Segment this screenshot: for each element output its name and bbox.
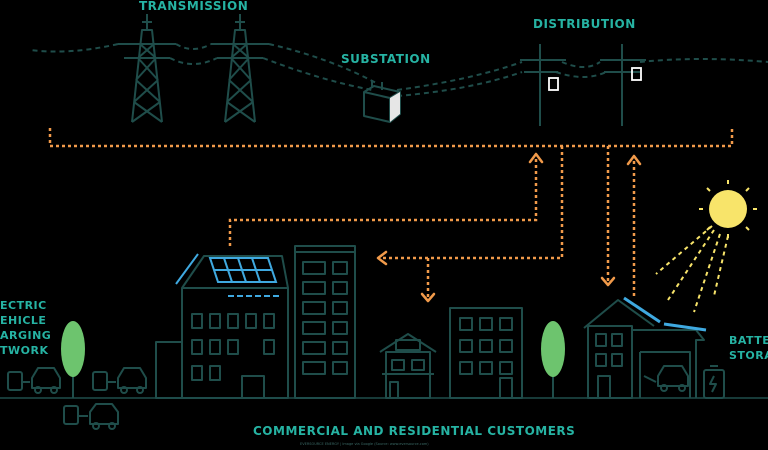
ev-label-line: ECTRIC — [0, 299, 47, 312]
substation-face — [390, 92, 400, 122]
battery-storage-label: BATTE STORA — [729, 333, 768, 363]
distribution-pole-icon — [600, 44, 646, 126]
apartment-building-icon — [155, 255, 289, 399]
flow-arrow-icons — [376, 152, 642, 303]
battery-label-line: BATTE — [729, 334, 768, 347]
distribution-label: DISTRIBUTION — [533, 17, 636, 31]
transmission-label: TRANSMISSION — [139, 0, 249, 13]
distribution-pole-icon — [520, 44, 566, 126]
solar-panel-icon — [175, 253, 282, 297]
electric-car-icon — [643, 365, 689, 392]
meter-icon — [548, 77, 559, 91]
house-with-garage-icon — [583, 299, 705, 399]
tower-building-icon — [294, 245, 356, 399]
ev-label-line: ARGING — [0, 329, 52, 342]
battery-icon — [703, 365, 725, 399]
sun-icon — [655, 180, 757, 313]
ev-label-line: EHICLE — [0, 314, 47, 327]
substation-label: SUBSTATION — [341, 52, 431, 66]
energy-flow-lines — [48, 128, 734, 298]
transmission-tower-icon — [118, 14, 176, 123]
office-building-icon — [449, 307, 523, 399]
image-credit: EVERSOURCE ENERGY | Image via Google (So… — [300, 442, 429, 446]
tree-icon — [61, 321, 85, 398]
house-icon — [379, 333, 437, 399]
battery-label-line: STORA — [729, 349, 768, 362]
transmission-tower-icon — [211, 14, 269, 123]
tree-icon — [541, 321, 565, 398]
rooftop-solar-icon — [623, 296, 707, 332]
ev-charging-label: ECTRIC EHICLE ARGING TWORK — [0, 298, 51, 358]
electric-car-icon — [7, 367, 61, 394]
meter-icon — [631, 67, 642, 81]
electric-car-icon — [92, 367, 147, 394]
electric-car-icon — [63, 403, 119, 430]
ev-label-line: TWORK — [0, 344, 49, 357]
customers-label: COMMERCIAL AND RESIDENTIAL CUSTOMERS — [253, 424, 576, 438]
power-lines — [29, 43, 768, 97]
